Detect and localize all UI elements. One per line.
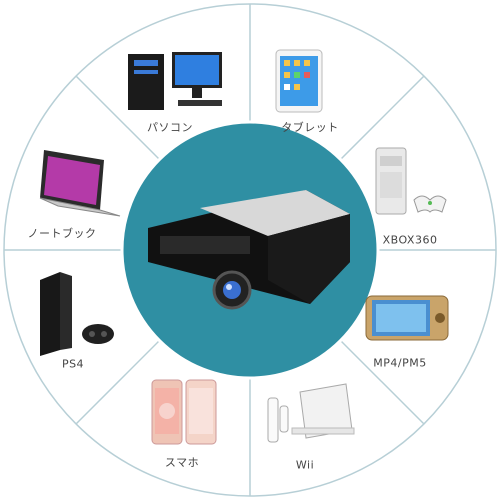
- media-player-icon: [365, 295, 449, 341]
- segment-label-pasokon: パソコン: [147, 121, 193, 134]
- segment-label-xbox360: XBOX360: [382, 233, 438, 247]
- segment-label-mp4: MP4/PM5: [373, 356, 427, 370]
- game-console-icon: [375, 147, 447, 215]
- segment-label-smartphone: スマホ: [164, 456, 200, 469]
- wii-console-icon: [267, 383, 355, 443]
- segment-label-tablet: タブレット: [281, 121, 339, 134]
- segment-label-ps4: PS4: [61, 357, 85, 371]
- ps4-console-icon: [40, 272, 114, 356]
- laptop-icon: [39, 150, 121, 217]
- segment-label-notebook: ノートブック: [27, 227, 97, 240]
- desktop-computer-icon: [128, 52, 222, 110]
- tablet-icon: [275, 49, 323, 113]
- segment-label-wii: Wii: [295, 458, 315, 472]
- projector-icon: [148, 190, 350, 310]
- smartphone-icon: [151, 379, 217, 445]
